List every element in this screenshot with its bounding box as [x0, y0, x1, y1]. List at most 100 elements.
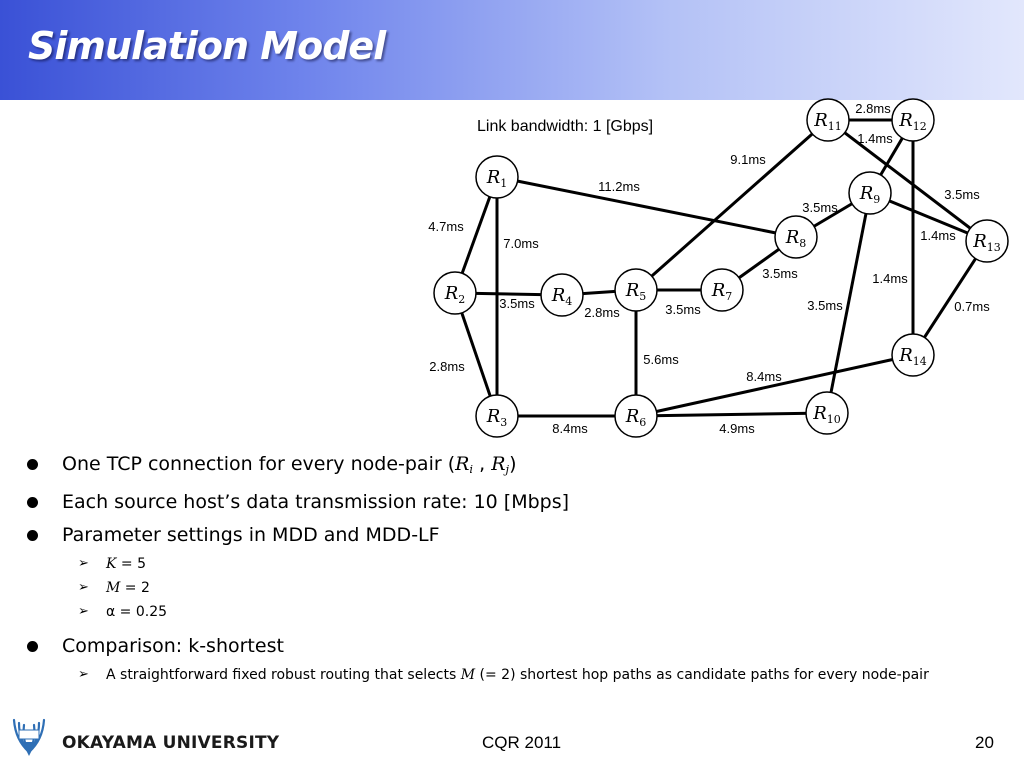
router-label: R1	[486, 167, 508, 190]
conference-name: CQR 2011	[482, 733, 562, 752]
arrow-bullet-icon: ➢	[78, 666, 89, 682]
link-r11-r13	[827, 118, 988, 243]
link-r11-r5	[635, 118, 829, 292]
delay-label-r3-r6: 8.4ms	[552, 421, 588, 436]
delay-label-r6-r10: 4.9ms	[719, 421, 755, 436]
delay-label-r6-r14: 8.4ms	[746, 369, 782, 384]
router-label: R14	[898, 345, 927, 368]
delay-label-r12-r14: 1.4ms	[872, 271, 908, 286]
page-number: 20	[975, 733, 994, 752]
router-label: R4	[551, 285, 573, 308]
router-node-r12: R12	[891, 98, 935, 142]
delay-label-r13-r14: 0.7ms	[954, 299, 990, 314]
arrow-bullet-icon: ➢	[78, 579, 89, 595]
delay-labels-layer: 2.8ms 1.4ms 3.5ms 9.1ms 11.2ms 3.5ms 1.4ms 1.4m…	[428, 101, 990, 436]
link-r6-r10	[635, 411, 828, 418]
router-circle	[433, 271, 477, 315]
sub-bullet-text: = 2	[120, 579, 150, 596]
link-r9-r10	[825, 192, 872, 414]
delay-label-r12-r9: 1.4ms	[857, 131, 893, 146]
router-circle	[891, 98, 935, 142]
bullet-dot	[27, 640, 38, 652]
router-circle	[475, 394, 519, 438]
link-r1-r8	[496, 175, 797, 239]
bullet-text: One TCP connection for every node-pair (	[62, 453, 456, 475]
separator: ,	[473, 453, 492, 475]
router-label: R6	[625, 406, 647, 429]
sub-bullet-text: α = 0.25	[106, 603, 168, 620]
bullet-tcp-connection: One TCP connection for every node-pair (…	[24, 451, 1014, 482]
sub-bullet-m: ➢ M = 2	[24, 579, 1014, 597]
delay-label-r1-r3: 7.0ms	[503, 236, 539, 251]
math-m: M	[460, 666, 476, 683]
delay-label-r9-r13: 1.4ms	[920, 228, 956, 243]
link-r6-r14	[635, 353, 914, 418]
sub-bullet-text-end: (= 2) shortest hop paths as candidate pa…	[475, 666, 929, 683]
router-label: R3	[486, 406, 508, 429]
delay-label-r8-r7: 3.5ms	[762, 266, 798, 281]
router-label: R8	[785, 227, 807, 250]
bullet-text-end: )	[509, 453, 517, 475]
bullet-parameter-settings: Parameter settings in MDD and MDD-LF	[24, 522, 1014, 548]
router-node-r7: R7	[700, 268, 744, 312]
sub-bullet-text: = 5	[116, 555, 147, 572]
delay-label-r2-r3: 2.8ms	[429, 359, 465, 374]
math-rj: Rj	[491, 453, 510, 476]
delay-label-r11-r5: 9.1ms	[730, 152, 766, 167]
bullet-text: Parameter settings in MDD and MDD-LF	[62, 523, 440, 546]
arrow-bullet-icon: ➢	[78, 603, 89, 619]
university-name: OKAYAMA UNIVERSITY	[62, 733, 280, 753]
router-label: R9	[859, 183, 881, 206]
router-node-r9: R9	[848, 171, 892, 215]
bullet-dot	[27, 496, 38, 508]
router-circle	[540, 273, 584, 317]
router-node-r5: R5	[614, 268, 658, 312]
router-circle	[805, 391, 849, 435]
router-label: R12	[898, 110, 927, 133]
router-node-r13: R13	[965, 219, 1009, 263]
router-node-r2: R2	[433, 271, 477, 315]
bullet-text: Each source host’s data transmission rat…	[62, 490, 570, 513]
university-logo-icon	[12, 718, 46, 756]
sub-bullet-alpha: ➢ α = 0.25	[24, 603, 1014, 621]
math-ri: Ri	[455, 453, 474, 476]
router-node-r14: R14	[891, 333, 935, 377]
delay-label-r11-r12: 2.8ms	[855, 101, 891, 116]
slide-title: Simulation Model	[28, 24, 386, 68]
sub-bullet-k: ➢ K = 5	[24, 555, 1014, 573]
router-circle	[700, 268, 744, 312]
title-banner	[0, 0, 1024, 100]
delay-label-r9-r8: 3.5ms	[802, 200, 838, 215]
link-r13-r14	[911, 240, 989, 356]
delay-label-r5-r6: 5.6ms	[643, 352, 679, 367]
router-node-r10: R10	[805, 391, 849, 435]
sub-bullet-k-shortest: ➢ A straightforward fixed robust routing…	[24, 666, 1014, 684]
delay-label-r1-r8: 11.2ms	[598, 179, 640, 194]
delay-label-r4-r5: 2.8ms	[584, 305, 620, 320]
router-circle	[614, 268, 658, 312]
router-node-r1: R1	[475, 155, 519, 199]
router-circle	[965, 219, 1009, 263]
bullet-dot	[27, 529, 38, 541]
bullet-dot	[27, 459, 38, 470]
math-k: K	[106, 555, 117, 572]
bullet-text: Comparison: k-shortest	[62, 634, 284, 657]
router-label: R5	[625, 280, 647, 303]
delay-label-r1-r2: 4.7ms	[428, 219, 464, 234]
arrow-bullet-icon: ➢	[78, 555, 89, 571]
router-circle	[891, 333, 935, 377]
router-label: R2	[444, 283, 466, 306]
router-node-r3: R3	[475, 394, 519, 438]
router-circle	[475, 155, 519, 199]
bullet-comparison: Comparison: k-shortest	[24, 633, 1014, 659]
router-label: R7	[711, 280, 733, 303]
router-circle	[614, 394, 658, 438]
router-node-r8: R8	[774, 215, 818, 259]
bullet-transmission-rate: Each source host’s data transmission rat…	[24, 489, 1014, 515]
router-circle	[806, 98, 850, 142]
router-node-r6: R6	[614, 394, 658, 438]
delay-label-r11-r13: 3.5ms	[944, 187, 980, 202]
bullet-list: One TCP connection for every node-pair (…	[24, 451, 1014, 690]
